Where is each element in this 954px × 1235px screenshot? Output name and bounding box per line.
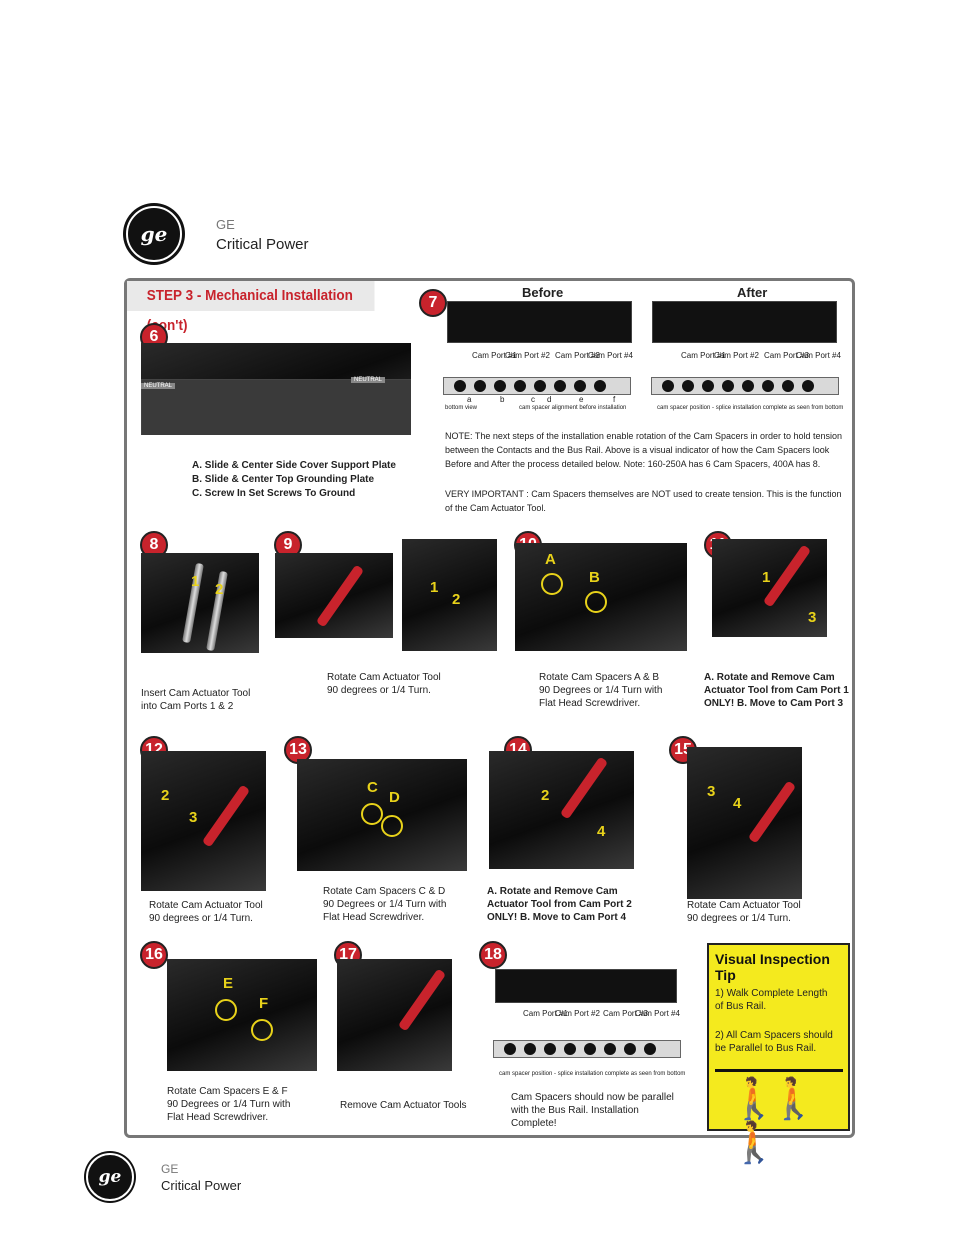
tip-line-2: 2) All Cam Spacers should be Parallel to… bbox=[715, 1030, 833, 1054]
ge-logo-footer: ge bbox=[84, 1151, 136, 1203]
before-port-1: Cam Port #1 bbox=[472, 351, 517, 360]
before-diagram bbox=[443, 377, 631, 395]
footer-brand-label-small: GE bbox=[161, 1162, 179, 1176]
step-title: STEP 3 - Mechanical Installation (con't) bbox=[127, 281, 375, 334]
step13-mark-d: D bbox=[389, 789, 400, 806]
step-badge-16: 16 bbox=[140, 941, 168, 969]
footer-brand-label: Critical Power bbox=[161, 1178, 242, 1193]
tip-line-1: 1) Walk Complete Length of Bus Rail. bbox=[715, 988, 828, 1012]
step10-caption: Rotate Cam Spacers A & B 90 Degrees or 1… bbox=[539, 672, 663, 709]
after-port-2: Cam Port #2 bbox=[714, 351, 759, 360]
step12-photo: 2 3 bbox=[141, 751, 266, 891]
step14-caption: A. Rotate and Remove Cam Actuator Tool f… bbox=[487, 886, 632, 923]
step-badge-18: 18 bbox=[479, 941, 507, 969]
ge-monogram-icon: ge bbox=[126, 206, 182, 262]
step10-mark-a: A bbox=[545, 551, 556, 568]
before-rail-image bbox=[447, 301, 632, 343]
neutral-label-left: NEUTRAL bbox=[141, 383, 176, 389]
step11-photo: 1 3 bbox=[712, 539, 827, 637]
step7-important: VERY IMPORTANT : Cam Spacers themselves … bbox=[445, 489, 842, 513]
walking-person-icon: 🚶🚶🚶 bbox=[729, 1077, 819, 1165]
step18-caption: Cam Spacers should now be parallel with … bbox=[511, 1092, 674, 1129]
step13-caption: Rotate Cam Spacers C & D 90 Degrees or 1… bbox=[323, 886, 447, 923]
step17-photo bbox=[337, 959, 452, 1071]
step9-mark-2: 2 bbox=[452, 591, 461, 608]
step16-mark-e: E bbox=[223, 975, 234, 992]
step18-rail-image bbox=[495, 969, 677, 1003]
step18-port-3: Cam Port #3 bbox=[603, 1009, 648, 1018]
step18-diagram-caption: cam spacer position - splice installatio… bbox=[499, 1071, 686, 1077]
step10-photo: A B bbox=[515, 543, 687, 651]
after-diagram bbox=[651, 377, 839, 395]
ge-monogram-icon: ge bbox=[86, 1153, 134, 1201]
step15-mark-4: 4 bbox=[733, 795, 742, 812]
step9-caption: Rotate Cam Actuator Tool 90 degrees or 1… bbox=[327, 672, 441, 696]
step13-mark-c: C bbox=[367, 779, 378, 796]
step18-port-4: Cam Port #4 bbox=[635, 1009, 680, 1018]
ge-logo-header: ge bbox=[123, 203, 185, 265]
after-port-1: Cam Port #1 bbox=[681, 351, 726, 360]
letter-c: c bbox=[531, 395, 535, 404]
step14-photo: 2 4 bbox=[489, 751, 634, 869]
step16-caption: Rotate Cam Spacers E & F 90 Degrees or 1… bbox=[167, 1086, 291, 1123]
after-rail-image bbox=[652, 301, 837, 343]
step8-photo: 1 2 bbox=[141, 553, 259, 653]
letter-a: a bbox=[467, 395, 472, 404]
letter-b: b bbox=[500, 395, 505, 404]
letter-f: f bbox=[613, 395, 616, 404]
step18-diagram bbox=[493, 1040, 681, 1058]
before-port-2: Cam Port #2 bbox=[505, 351, 550, 360]
brand-label: Critical Power bbox=[216, 236, 309, 253]
step13-photo: C D bbox=[297, 759, 467, 871]
step7-note: NOTE: The next steps of the installation… bbox=[445, 431, 843, 469]
step6-line-b: B. Slide & Center Top Grounding Plate bbox=[192, 474, 375, 485]
side-cover bbox=[141, 379, 411, 435]
before-caption: cam spacer alignment before installation bbox=[519, 405, 627, 411]
step12-mark-2: 2 bbox=[161, 787, 170, 804]
step6-line-c: C. Screw In Set Screws To Ground bbox=[192, 488, 356, 499]
step17-caption: Remove Cam Actuator Tools bbox=[340, 1100, 467, 1111]
step8-mark-2: 2 bbox=[215, 581, 224, 598]
before-title: Before bbox=[522, 285, 564, 300]
before-port-3: Cam Port #3 bbox=[555, 351, 600, 360]
step6-photo: NEUTRAL NEUTRAL bbox=[141, 343, 411, 435]
neutral-label-right: NEUTRAL bbox=[351, 377, 386, 383]
brand-label-small: GE bbox=[216, 217, 235, 232]
step18-port-2: Cam Port #2 bbox=[555, 1009, 600, 1018]
step12-caption: Rotate Cam Actuator Tool 90 degrees or 1… bbox=[149, 900, 263, 924]
letter-d: d bbox=[547, 395, 552, 404]
step9-mark-1: 1 bbox=[430, 579, 439, 596]
step8-mark-1: 1 bbox=[191, 573, 200, 590]
step16-photo: E F bbox=[167, 959, 317, 1071]
after-caption: cam spacer position - splice installatio… bbox=[657, 405, 844, 411]
before-port-4: Cam Port #4 bbox=[588, 351, 633, 360]
step14-mark-2: 2 bbox=[541, 787, 550, 804]
step6-line-a: A. Slide & Center Side Cover Support Pla… bbox=[192, 460, 396, 471]
step16-mark-f: F bbox=[259, 995, 269, 1012]
letter-e: e bbox=[579, 395, 584, 404]
visual-inspection-tip: Visual Inspection Tip 1) Walk Complete L… bbox=[707, 943, 850, 1165]
step9-photo-b: 1 2 bbox=[402, 539, 497, 651]
after-port-4: Cam Port #4 bbox=[796, 351, 841, 360]
step9-photo-a bbox=[275, 553, 393, 638]
step11-caption: A. Rotate and Remove Cam Actuator Tool f… bbox=[704, 672, 849, 709]
step11-mark-3: 3 bbox=[808, 609, 817, 626]
step14-mark-4: 4 bbox=[597, 823, 606, 840]
step8-caption: Insert Cam Actuator Tool into Cam Ports … bbox=[141, 688, 251, 712]
step11-mark-1: 1 bbox=[762, 569, 771, 586]
step15-caption: Rotate Cam Actuator Tool 90 degrees or 1… bbox=[687, 900, 801, 924]
after-port-3: Cam Port #3 bbox=[764, 351, 809, 360]
step18-port-1: Cam Port #1 bbox=[523, 1009, 568, 1018]
before-caption-left: bottom view bbox=[445, 405, 478, 411]
step10-mark-b: B bbox=[589, 569, 600, 586]
step12-mark-3: 3 bbox=[189, 809, 198, 826]
tip-divider bbox=[715, 1069, 843, 1072]
step15-photo: 3 4 bbox=[687, 747, 802, 899]
after-title: After bbox=[737, 285, 768, 300]
step15-mark-3: 3 bbox=[707, 783, 716, 800]
step-badge-7: 7 bbox=[419, 289, 447, 317]
tip-title: Visual Inspection Tip bbox=[715, 951, 830, 983]
installation-panel: STEP 3 - Mechanical Installation (con't)… bbox=[124, 278, 855, 1165]
